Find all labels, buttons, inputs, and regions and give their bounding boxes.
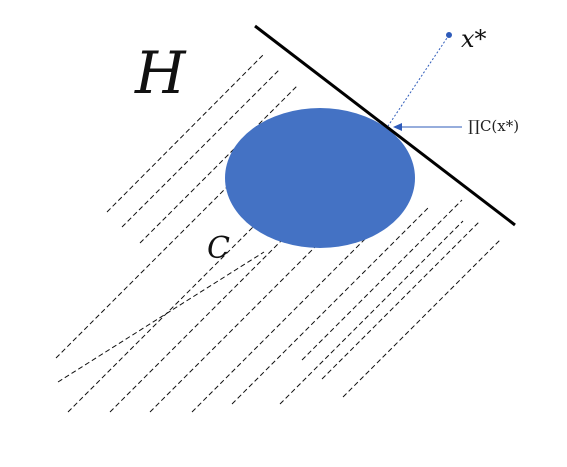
point-x-star bbox=[446, 32, 452, 38]
label-projection: ∏C(x*) bbox=[468, 117, 519, 135]
label-point-x-star: x* bbox=[461, 25, 487, 53]
label-halfspace-h: H bbox=[134, 39, 187, 107]
projection-segment bbox=[387, 34, 450, 127]
halfspace-hatching bbox=[55, 54, 501, 413]
projection-arrow bbox=[393, 123, 462, 131]
label-set-c: C bbox=[207, 231, 230, 266]
hyperplane-line bbox=[254, 24, 516, 227]
set-c-ellipse bbox=[225, 108, 415, 248]
